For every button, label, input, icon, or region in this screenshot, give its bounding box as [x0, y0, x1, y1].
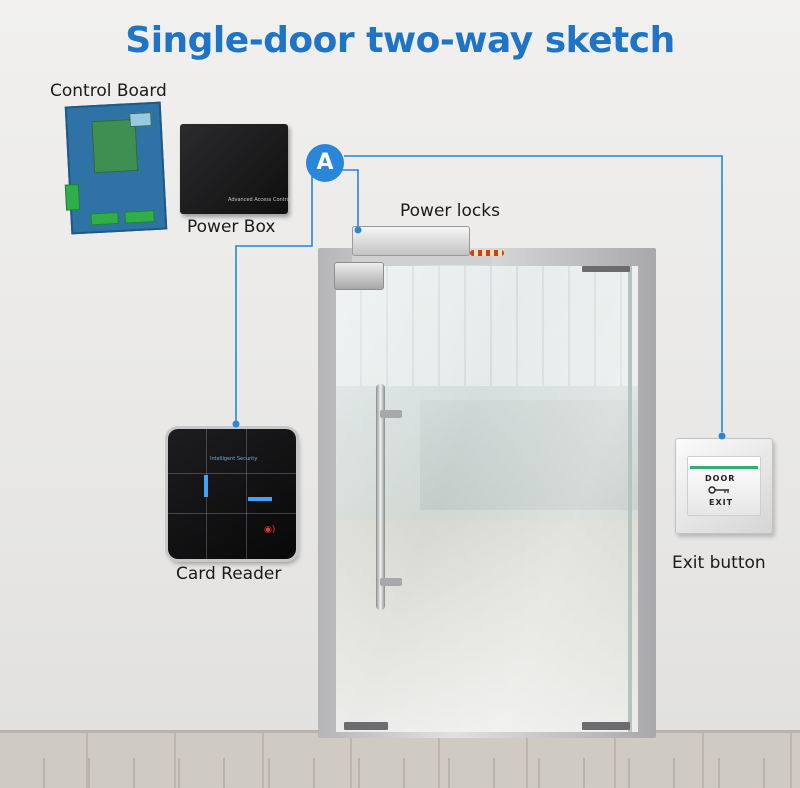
door-edge [628, 266, 632, 732]
floor-tile-joints [0, 758, 800, 788]
control-board-image [64, 101, 168, 235]
power-box-print: Advanced Access Control [228, 197, 292, 203]
exit-button-door-text: DOOR [705, 474, 736, 483]
power-locks-label: Power locks [400, 201, 500, 221]
key-icon [708, 486, 729, 494]
top-pivot [582, 266, 630, 272]
floor-closer [344, 722, 388, 730]
exit-button-label: Exit button [672, 553, 766, 573]
card-reader-image: Intelligent Security ◉) [168, 429, 296, 559]
power-box-label: Power Box [187, 217, 276, 237]
door-handle-mount [380, 410, 402, 418]
reader-accent [204, 475, 208, 497]
board-terminal [124, 210, 155, 224]
exit-button-stripe [690, 466, 758, 469]
nfc-icon: ◉) [264, 525, 276, 535]
board-port [129, 112, 152, 128]
lock-wire [470, 250, 504, 256]
exit-button-exit-text: EXIT [709, 498, 734, 507]
bottom-pivot [582, 722, 630, 730]
reader-grid-line [168, 473, 296, 474]
door-handle-mount [380, 578, 402, 586]
control-board-label: Control Board [50, 81, 167, 101]
junction-marker: A [306, 144, 344, 182]
power-lock-image [352, 226, 470, 256]
glass-reflection-floor [336, 520, 638, 732]
reader-print: Intelligent Security [210, 456, 258, 462]
reader-accent [248, 497, 272, 501]
card-reader-label: Card Reader [176, 564, 282, 584]
board-terminal [64, 183, 81, 211]
reader-grid-line [168, 513, 296, 514]
door-handle [376, 384, 385, 610]
lock-strike-plate [334, 262, 384, 290]
diagram-title: Single-door two-way sketch [125, 20, 675, 61]
reader-grid-line [246, 429, 247, 559]
board-terminal [90, 211, 119, 226]
